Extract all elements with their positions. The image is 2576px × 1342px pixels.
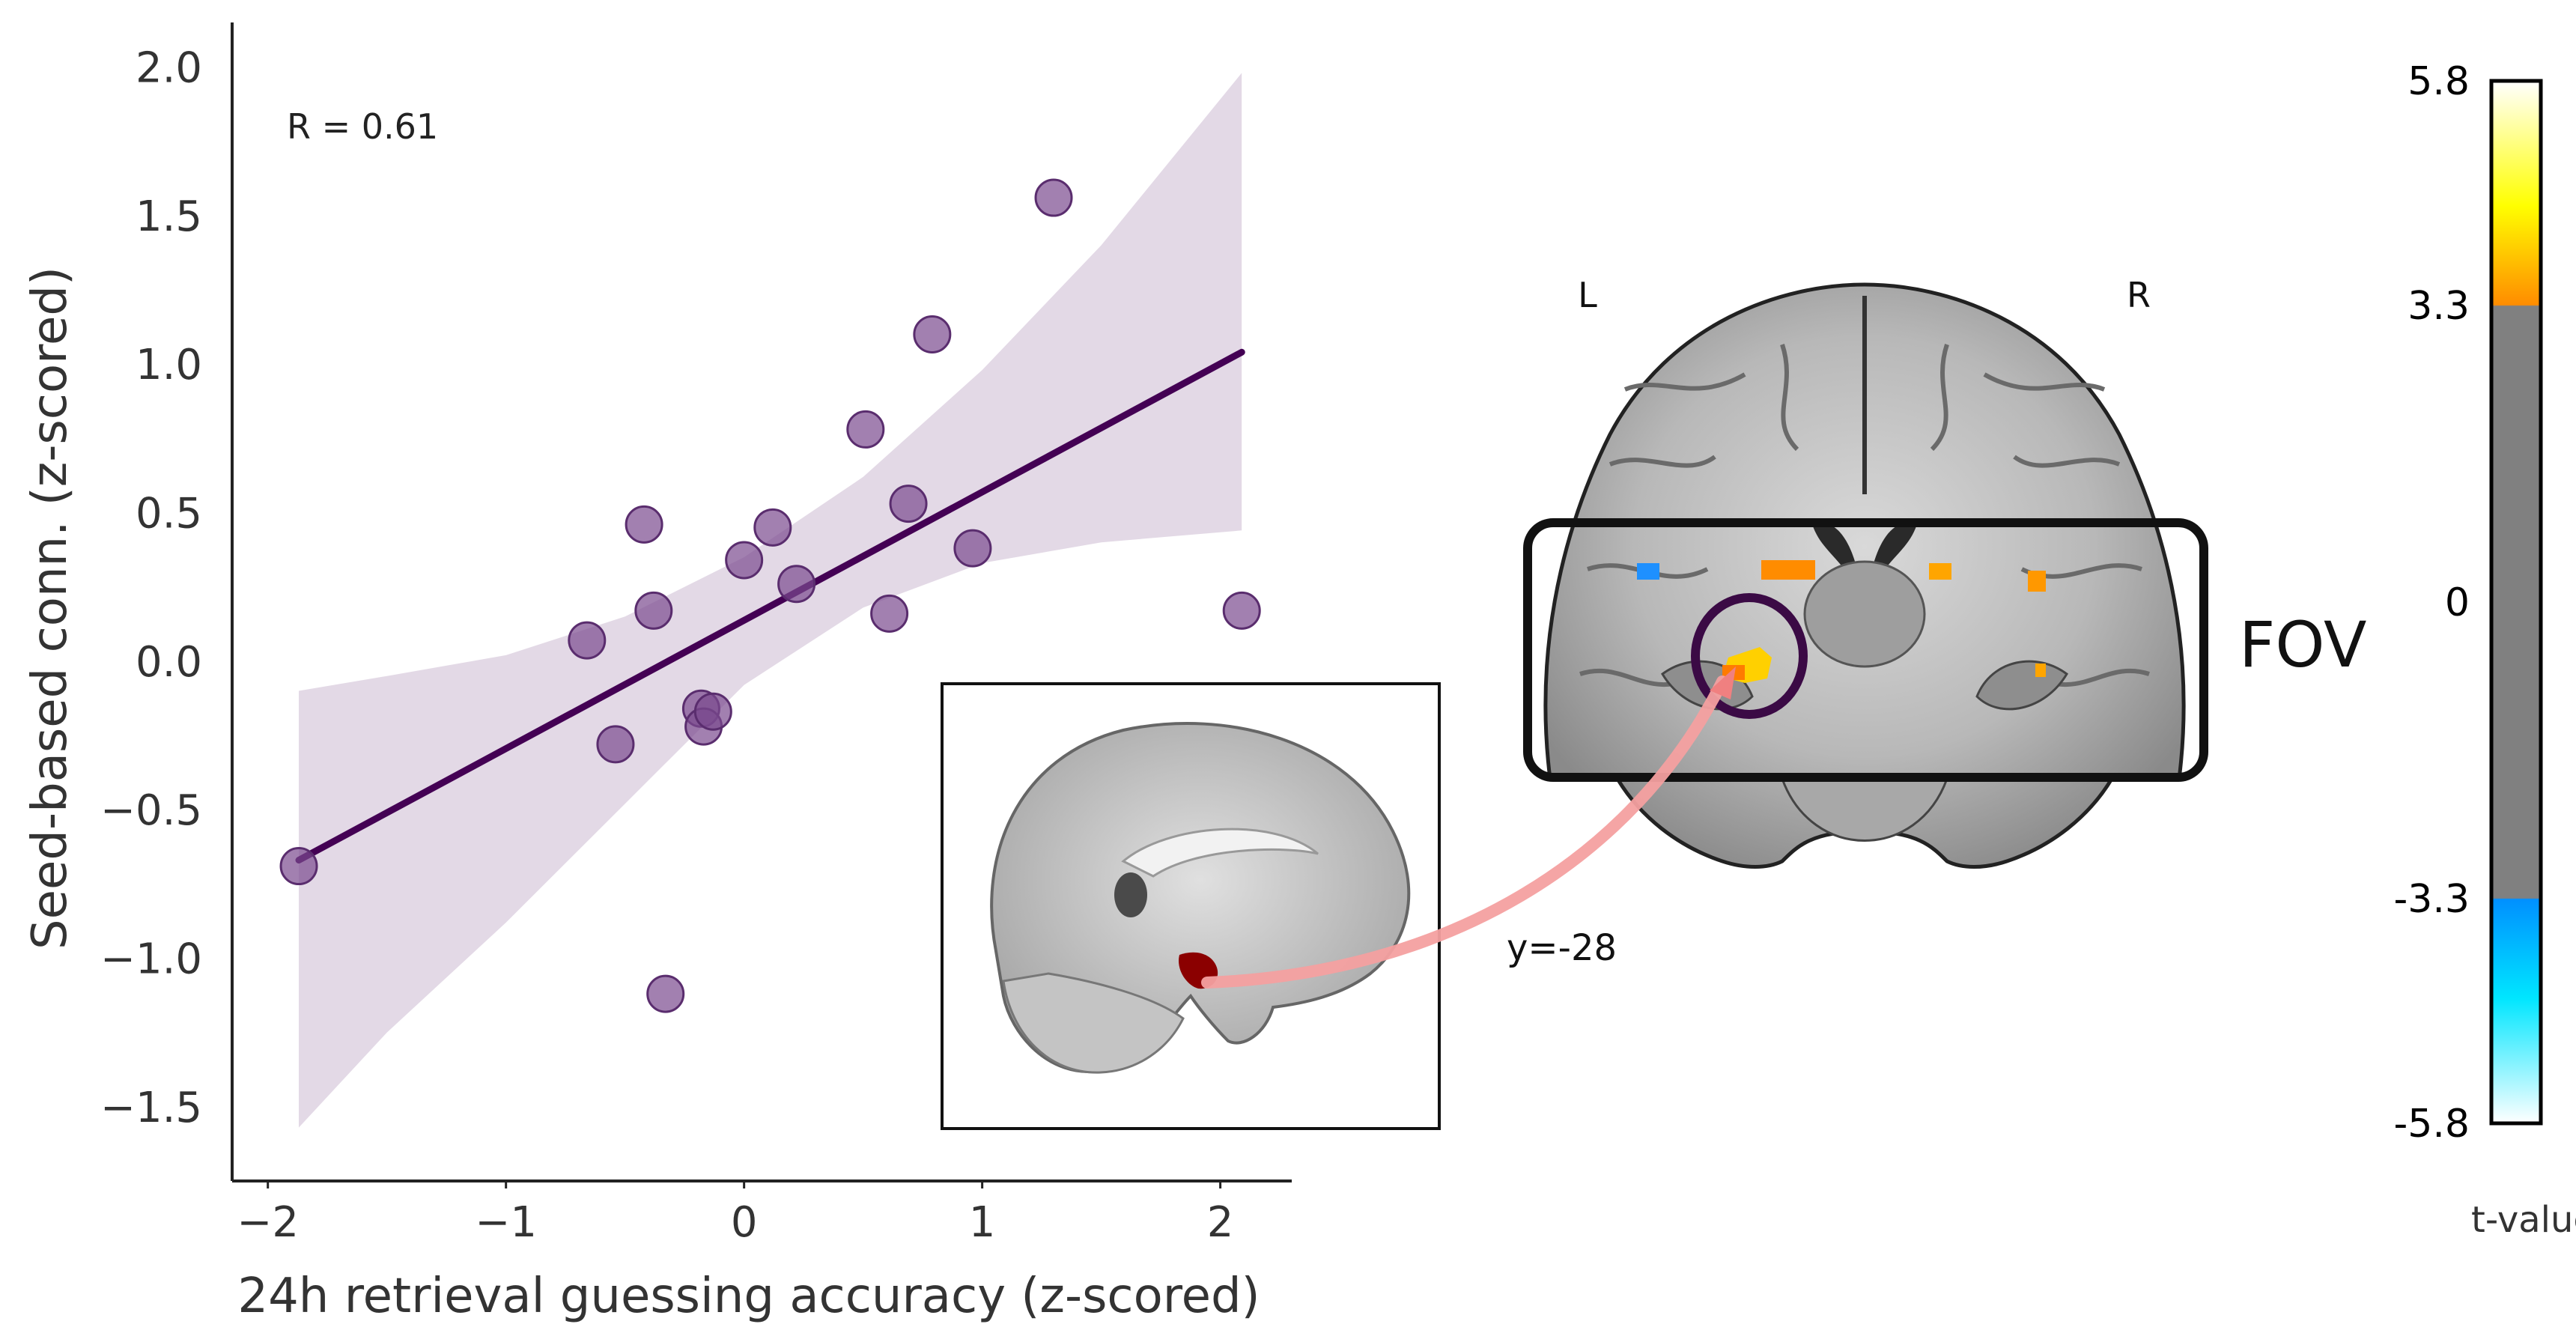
y-tick-labels: −1.5 −1.0 −0.5 0.0 0.5 1.0 1.5 2.0 — [100, 44, 202, 1132]
y-tick-label-7: 2.0 — [136, 44, 202, 93]
data-point-4 — [634, 591, 673, 630]
sagittal-cerebellum — [1002, 972, 1185, 1074]
sagittal-corpus-callosum — [1121, 828, 1319, 878]
sagittal-ventricle — [1114, 872, 1147, 917]
y-tick-label-6: 1.5 — [136, 192, 202, 241]
data-point-17 — [1034, 178, 1073, 217]
activation-orange-right-2 — [2028, 571, 2046, 592]
hippocampus-highlight-circle — [1691, 593, 1808, 719]
x-tick-label-0: −2 — [237, 1198, 299, 1247]
scatter-plot: −2 −1 0 1 2 −1.5 −1.0 −0.5 0.0 0.5 1.0 1.5 2.0 R = … — [22, 22, 1292, 1324]
colorbar-tick-2: 0 — [2445, 580, 2470, 625]
colorbar-tick-0: 5.8 — [2408, 59, 2470, 104]
fov-label: FOV — [2239, 608, 2366, 681]
annotation-r: R = 0.61 — [287, 106, 438, 147]
colorbar-title: t-values — [2471, 1199, 2576, 1241]
y-tick-label-3: 0.0 — [136, 638, 202, 687]
data-point-10 — [753, 508, 792, 547]
y-axis-label: Seed-based conn. (z-scored) — [22, 267, 78, 950]
confidence-band — [299, 73, 1242, 1128]
y-tick-label-4: 0.5 — [136, 490, 202, 538]
activation-orange-right-3 — [2035, 664, 2046, 677]
coronal-sulci-right — [1930, 344, 2150, 687]
x-tick-label-2: 0 — [731, 1198, 758, 1247]
data-points — [279, 178, 1261, 1013]
coronal-ventricles — [1812, 523, 1917, 577]
data-point-5 — [646, 974, 685, 1013]
data-point-11 — [777, 565, 816, 604]
regression-line — [295, 348, 1245, 864]
coronal-thalamus — [1803, 560, 1926, 668]
data-point-13 — [870, 594, 909, 633]
x-tick-labels: −2 −1 0 1 2 — [237, 1181, 1233, 1247]
data-point-1 — [568, 621, 607, 660]
activation-blue — [1637, 563, 1659, 580]
x-axis-label: 24h retrieval guessing accuracy (z-score… — [237, 1269, 1260, 1324]
x-tick-label-1: −1 — [475, 1198, 537, 1247]
data-point-8 — [693, 692, 732, 731]
x-tick-label-3: 1 — [969, 1198, 996, 1247]
data-point-12 — [846, 410, 885, 449]
x-tick-label-4: 2 — [1207, 1198, 1234, 1247]
seed-connector-arrow — [1201, 675, 1728, 989]
data-point-14 — [889, 485, 928, 523]
coronal-brain: L R FOV y=-28 — [1507, 275, 2366, 969]
y-tick-label-1: −1.0 — [100, 935, 202, 984]
coronal-cerebellum — [1780, 777, 1949, 842]
y-tick-label-5: 1.0 — [136, 341, 202, 389]
fov-box — [1523, 518, 2208, 782]
activation-orange-right-1 — [1929, 563, 1951, 580]
colorbar: 5.8 3.3 0 -3.3 -5.8 t-values — [2394, 59, 2576, 1241]
y-tick-label-0: −1.5 — [100, 1084, 202, 1132]
colorbar-bar — [2489, 79, 2543, 1126]
label-right: R — [2127, 275, 2151, 315]
data-point-16 — [953, 529, 992, 568]
seed-connector-arrowhead — [1710, 667, 1736, 699]
data-point-18 — [1222, 591, 1261, 630]
y-tick-label-2: −0.5 — [100, 786, 202, 835]
colorbar-tick-labels: 5.8 3.3 0 -3.3 -5.8 — [2394, 59, 2470, 1147]
data-point-0 — [279, 847, 318, 886]
activation-orange-central — [1761, 560, 1815, 580]
label-left: L — [1578, 275, 1597, 315]
colorbar-tick-3: -3.3 — [2394, 877, 2470, 922]
slice-label: y=-28 — [1507, 927, 1617, 969]
data-point-9 — [725, 541, 764, 580]
colorbar-tick-1: 3.3 — [2408, 284, 2470, 329]
colorbar-tick-4: -5.8 — [2394, 1102, 2470, 1147]
sagittal-inset — [941, 682, 1441, 1130]
data-point-2 — [596, 725, 635, 764]
data-point-15 — [913, 315, 952, 353]
data-point-3 — [625, 505, 663, 544]
